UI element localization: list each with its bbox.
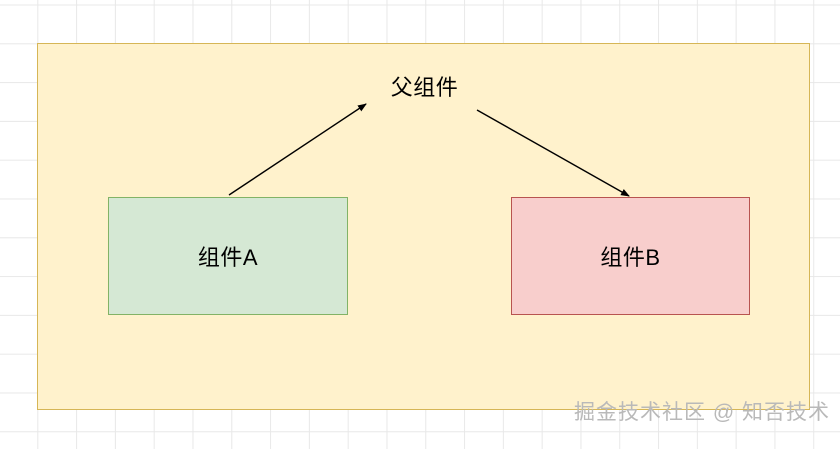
child-component-a-label: 组件A: [197, 245, 259, 270]
child-component-a-box[interactable]: 组件A: [108, 197, 348, 315]
child-component-b-label: 组件B: [600, 245, 661, 270]
child-component-b-box[interactable]: 组件B: [511, 197, 750, 315]
watermark-text: 掘金技术社区 @ 知否技术: [574, 401, 830, 424]
parent-component-label: 父组件: [390, 75, 459, 100]
parent-component-container[interactable]: 父组件 组件A 组件B: [37, 43, 810, 410]
